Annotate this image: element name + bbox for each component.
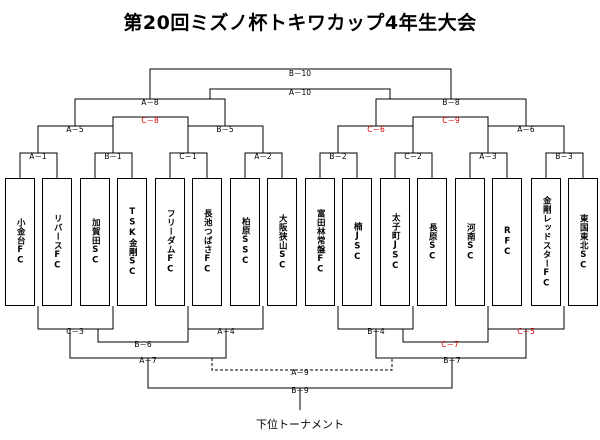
team-name: リバースFC [52, 213, 63, 271]
page-title: 第20回ミズノ杯トキワカップ4年生大会 [123, 12, 477, 34]
bracket-line-a9 [211, 358, 393, 371]
team-name: 楠JSC [352, 221, 363, 263]
team-box: フリーダムFC [155, 178, 185, 306]
team-name: TSK金剛SC [127, 206, 138, 278]
team-box: 長原SC [417, 178, 447, 306]
match-label-c6: C－6 [367, 125, 385, 134]
match-label-c2: C－2 [404, 152, 422, 161]
match-label-a10: A－10 [289, 88, 311, 97]
team-name: 柏原SSC [240, 217, 251, 267]
team-name: 東国東北SC [578, 213, 589, 271]
bracket-line-c8 [112, 116, 189, 126]
team-box: 加賀田SC [80, 178, 110, 306]
match-label-a1: A－1 [29, 152, 47, 161]
team-name: 金剛レッドスターFC [541, 195, 552, 289]
match-label-c8: C－8 [141, 116, 159, 125]
bracket-line-b4 [337, 306, 414, 330]
bracket-line-a4 [188, 306, 264, 330]
bracket-line-a10 [209, 88, 391, 99]
bracket-line-c9 [412, 116, 489, 126]
team-name: 太子町JSC [390, 212, 401, 272]
team-name: 長原SC [427, 222, 438, 262]
team-box: RFC [492, 178, 522, 306]
match-label-b10: B－10 [289, 69, 311, 78]
team-box: リバースFC [42, 178, 72, 306]
team-box: 河南SC [455, 178, 485, 306]
team-name: RFC [502, 226, 513, 258]
bracket-line-b6 [97, 306, 189, 343]
match-label-b1: B－1 [104, 152, 122, 161]
team-name: フリーダムFC [165, 209, 176, 275]
team-name: 小金台FC [15, 218, 26, 266]
match-label-a4: A－4 [217, 327, 235, 336]
match-label-a7: A－7 [139, 356, 157, 365]
match-label-b5: B－5 [216, 125, 234, 134]
team-box: 太子町JSC [380, 178, 410, 306]
match-label-c5: C－5 [517, 327, 535, 336]
team-name: 大阪狭山SC [277, 213, 288, 271]
match-label-b7: B－7 [443, 356, 461, 365]
match-label-a2: A－2 [254, 152, 272, 161]
team-name: 加賀田SC [90, 218, 101, 266]
match-label-a3: A－3 [479, 152, 497, 161]
bracket-line-b7 [375, 329, 527, 359]
team-box: 楠JSC [342, 178, 372, 306]
match-label-b8: B－8 [442, 98, 460, 107]
team-name: 河南SC [465, 222, 476, 262]
bracket-line-c7 [402, 306, 489, 343]
match-label-a8: A－8 [141, 98, 159, 107]
team-box: 富田林常盤FC [305, 178, 335, 306]
match-label-b4: B－4 [367, 327, 385, 336]
team-name: 長池つばさFC [202, 209, 213, 275]
team-box: TSK金剛SC [117, 178, 147, 306]
team-box: 柏原SSC [230, 178, 260, 306]
match-label-a5: A－5 [66, 125, 84, 134]
match-label-b2: B－2 [329, 152, 347, 161]
match-label-c3: C－3 [66, 327, 84, 336]
match-label-c1: C－1 [179, 152, 197, 161]
match-label-a6: A－6 [517, 125, 535, 134]
team-box: 金剛レッドスターFC [531, 178, 561, 306]
bracket-line-c5 [488, 306, 565, 330]
match-label-b3: B－3 [555, 152, 573, 161]
match-label-c9: C－9 [442, 116, 460, 125]
match-label-c7: C－7 [441, 340, 459, 349]
lower-tournament-label: 下位トーナメント [256, 418, 344, 431]
bracket-line-b10 [149, 68, 452, 99]
team-box: 小金台FC [5, 178, 35, 306]
match-label-a9: A－9 [291, 368, 309, 377]
team-box: 東国東北SC [568, 178, 598, 306]
team-box: 大阪狭山SC [267, 178, 297, 306]
match-label-b6: B－6 [134, 340, 152, 349]
bracket-line-c3 [37, 306, 114, 330]
team-name: 富田林常盤FC [315, 209, 326, 275]
match-label-b9: B－9 [291, 386, 309, 395]
team-box: 長池つばさFC [192, 178, 222, 306]
